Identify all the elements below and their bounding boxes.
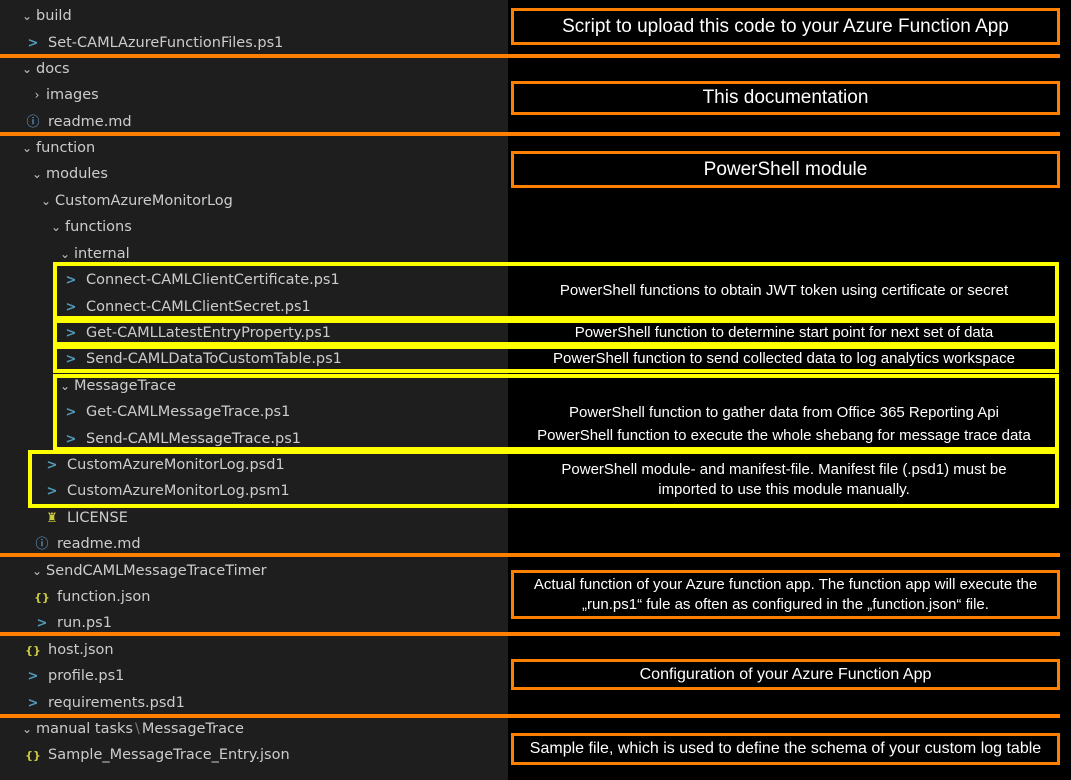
powershell-icon: > [65, 352, 77, 367]
separator-line [0, 132, 1060, 136]
powershell-icon: > [27, 669, 39, 684]
tree-folder-images[interactable]: ›images [28, 82, 99, 108]
chevron-down-icon: ⌄ [59, 247, 71, 261]
info-icon: ⓘ [26, 115, 40, 130]
tree-file-requirements[interactable]: >requirements.psd1 [24, 690, 185, 716]
tree-file-license[interactable]: ♜LICENSE [43, 505, 128, 531]
chevron-down-icon: ⌄ [21, 62, 33, 76]
chevron-down-icon: ⌄ [59, 379, 71, 393]
info-icon: ⓘ [35, 537, 49, 552]
tree-folder-functions[interactable]: ⌄functions [47, 214, 132, 240]
desc-shebang: PowerShell function to execute the whole… [537, 427, 1031, 444]
tree-file-get-trace[interactable]: >Get-CAMLMessageTrace.ps1 [62, 399, 291, 425]
powershell-icon: > [27, 36, 39, 51]
tree-file-send-data[interactable]: >Send-CAMLDataToCustomTable.ps1 [62, 346, 342, 372]
powershell-icon: > [65, 432, 77, 447]
chevron-down-icon: ⌄ [21, 141, 33, 155]
powershell-icon: > [65, 273, 77, 288]
callout-module: PowerShell module [511, 151, 1060, 188]
callout-timer: Actual function of your Azure function a… [511, 570, 1060, 619]
group-box-manifest [28, 450, 1059, 508]
chevron-down-icon: ⌄ [31, 167, 43, 181]
group-box-send [53, 345, 1059, 373]
powershell-icon: > [65, 405, 77, 420]
separator-line [0, 553, 1060, 557]
tree-folder-manual-tasks[interactable]: ⌄manual tasks\MessageTrace [18, 716, 244, 742]
powershell-icon: > [65, 300, 77, 315]
json-icon: {} [25, 749, 41, 762]
callout-docs: This documentation [511, 81, 1060, 115]
tree-folder-docs[interactable]: ⌄docs [18, 56, 70, 82]
tree-folder-messagetrace[interactable]: ⌄MessageTrace [56, 373, 176, 399]
tree-file-send-trace[interactable]: >Send-CAMLMessageTrace.ps1 [62, 426, 301, 452]
group-box-latest [53, 319, 1059, 346]
chevron-down-icon: ⌄ [50, 220, 62, 234]
chevron-down-icon: ⌄ [21, 9, 33, 23]
group-box-messagetrace [53, 374, 1059, 451]
group-box-connect [53, 262, 1059, 320]
separator-line [0, 632, 1060, 636]
tree-file-run[interactable]: >run.ps1 [33, 610, 112, 636]
tree-folder-build[interactable]: ⌄build [18, 3, 72, 29]
callout-build: Script to upload this code to your Azure… [511, 8, 1060, 45]
callout-config: Configuration of your Azure Function App [511, 659, 1060, 690]
json-icon: {} [25, 644, 41, 657]
license-icon: ♜ [46, 511, 58, 526]
tree-file-connect-cert[interactable]: >Connect-CAMLClientCertificate.ps1 [62, 267, 340, 293]
tree-folder-function[interactable]: ⌄function [18, 135, 95, 161]
tree-file-psd1[interactable]: >CustomAzureMonitorLog.psd1 [43, 452, 285, 478]
chevron-down-icon: ⌄ [40, 194, 52, 208]
powershell-icon: > [27, 696, 39, 711]
tree-folder-customazuremonitorlog[interactable]: ⌄CustomAzureMonitorLog [37, 188, 233, 214]
desc-manifest-1: PowerShell module- and manifest-file. Ma… [561, 461, 1007, 478]
tree-file-get-latest[interactable]: >Get-CAMLLatestEntryProperty.ps1 [62, 320, 331, 346]
desc-gather: PowerShell function to gather data from … [569, 404, 999, 421]
path-separator: \ [135, 721, 140, 737]
tree-file-host-json[interactable]: {}host.json [24, 637, 113, 663]
desc-connect: PowerShell functions to obtain JWT token… [559, 282, 1009, 299]
separator-line [0, 714, 1060, 718]
chevron-down-icon: ⌄ [21, 722, 33, 736]
tree-file-psm1[interactable]: >CustomAzureMonitorLog.psm1 [43, 478, 290, 504]
tree-file-profile[interactable]: >profile.ps1 [24, 663, 125, 689]
file-explorer: ⌄build >Set-CAMLAzureFunctionFiles.ps1 ⌄… [0, 0, 508, 780]
tree-file-sample[interactable]: {}Sample_MessageTrace_Entry.json [24, 742, 290, 768]
powershell-icon: > [46, 484, 58, 499]
json-icon: {} [34, 591, 50, 604]
powershell-icon: > [65, 326, 77, 341]
callout-sample: Sample file, which is used to define the… [511, 733, 1060, 765]
desc-latest: PowerShell function to determine start p… [574, 324, 994, 341]
chevron-right-icon: › [34, 88, 40, 102]
separator-line [0, 54, 1060, 58]
powershell-icon: > [46, 458, 58, 473]
tree-folder-modules[interactable]: ⌄modules [28, 161, 108, 187]
powershell-icon: > [36, 616, 48, 631]
desc-manifest-2: imported to use this module manually. [658, 481, 910, 498]
desc-send: PowerShell function to send collected da… [553, 350, 1015, 367]
chevron-down-icon: ⌄ [31, 564, 43, 578]
tree-file-function-json[interactable]: {}function.json [33, 584, 150, 610]
tree-folder-timer[interactable]: ⌄SendCAMLMessageTraceTimer [28, 558, 267, 584]
tree-folder-internal[interactable]: ⌄internal [56, 241, 130, 267]
tree-file-set-functionfiles[interactable]: >Set-CAMLAzureFunctionFiles.ps1 [24, 30, 284, 56]
tree-file-connect-secret[interactable]: >Connect-CAMLClientSecret.ps1 [62, 294, 311, 320]
